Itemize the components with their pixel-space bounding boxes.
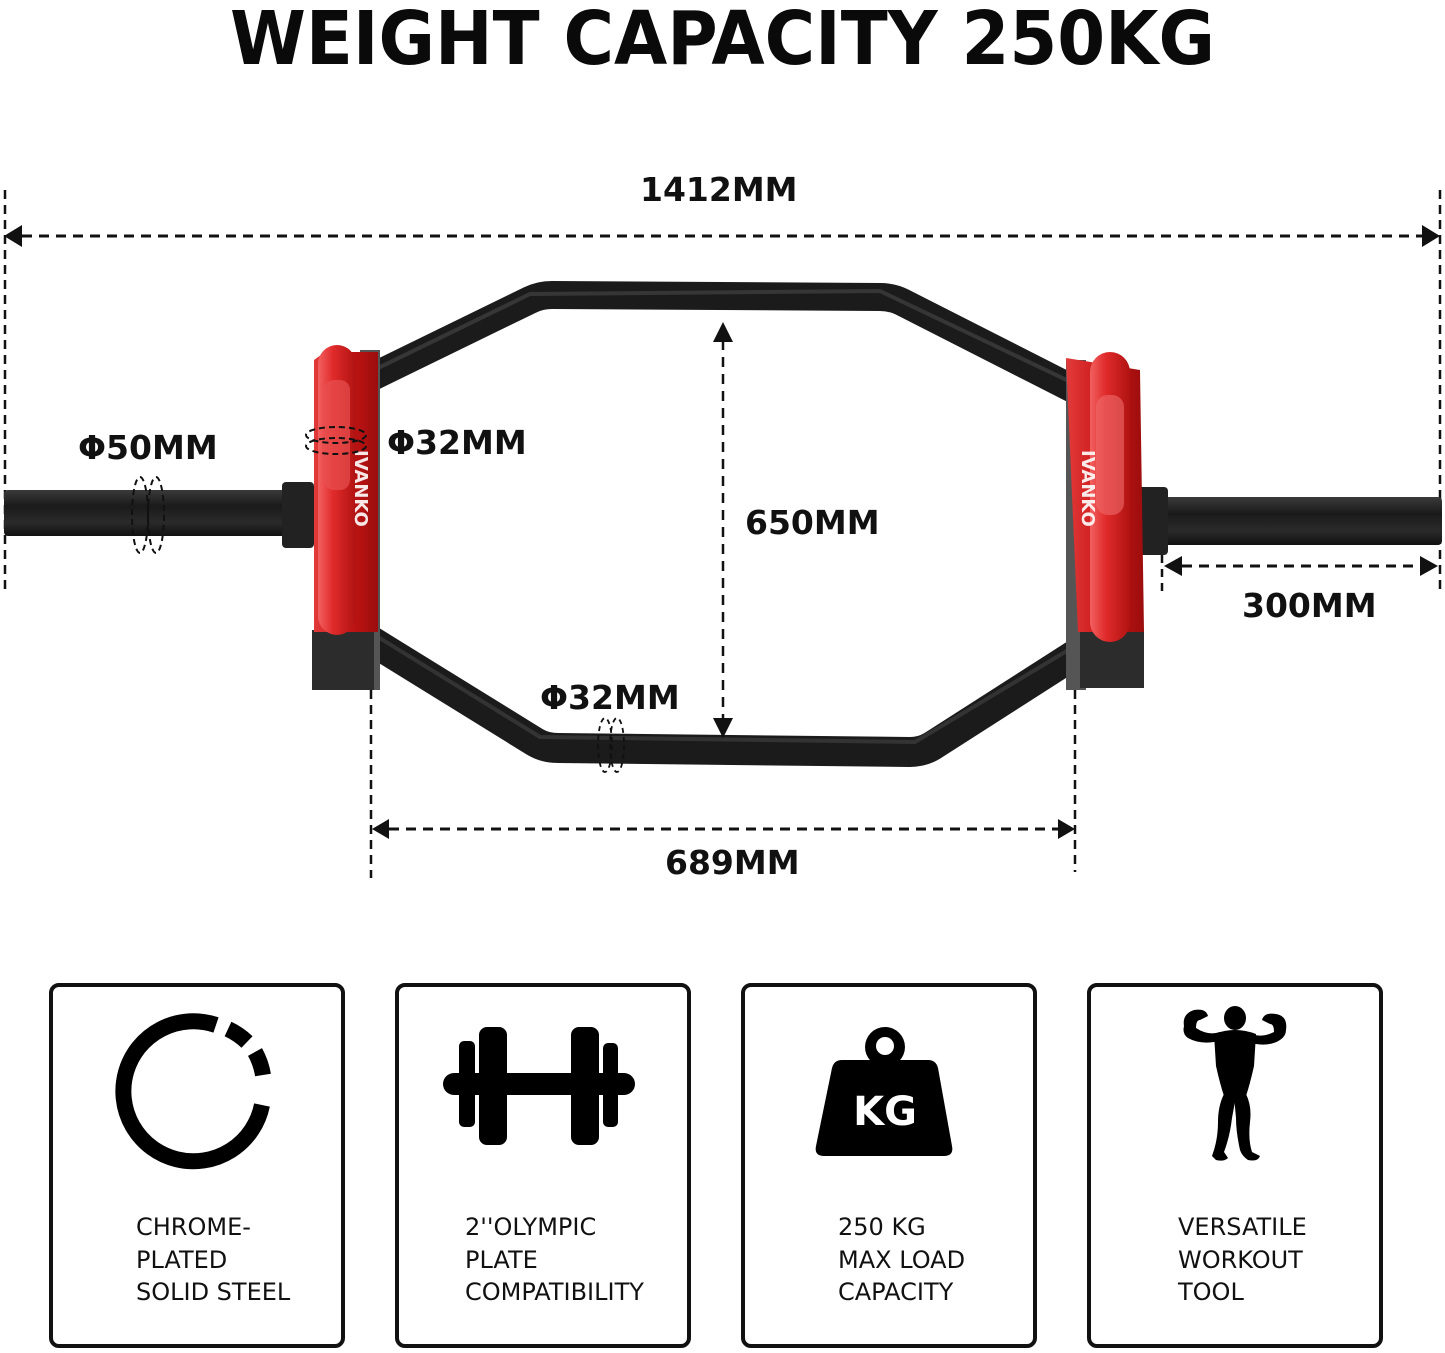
svg-text:IVANKO: IVANKO [350,450,371,527]
hex-frame [362,281,1094,767]
dumbbell-icon [399,1007,687,1177]
height-dimension [713,322,733,738]
page-title: WEIGHT CAPACITY 250KG [230,0,1215,82]
handle-diameter-label: Φ32MM [387,423,527,462]
sleeve-length-label: 300MM [1242,586,1377,625]
hex-bar-diagram: IVANKO IVANKO [3,190,1442,878]
feature-card-steel: CHROME- PLATED SOLID STEEL [49,983,345,1348]
inner-width-dimension [369,690,1077,878]
feature-card-olympic: 2''OLYMPIC PLATE COMPATIBILITY [395,983,691,1348]
right-handle: IVANKO [1066,352,1144,690]
feature-card-versatile: VERSATILE WORKOUT TOOL [1087,983,1383,1348]
left-sleeve [4,476,314,554]
bodybuilder-icon [1091,1001,1379,1171]
frame-height-label: 650MM [745,503,880,542]
sleeve-diameter-label: Φ50MM [78,428,218,467]
feature-card-capacity: KG 250 KG MAX LOAD CAPACITY [741,983,1037,1348]
overall-length-label: 1412MM [640,170,798,209]
inner-width-label: 689MM [665,843,800,882]
frame-tube-diameter-label: Φ32MM [540,678,680,717]
feature-text: 250 KG MAX LOAD CAPACITY [838,1213,966,1306]
feature-text: VERSATILE WORKOUT TOOL [1178,1213,1307,1306]
kg-weight-icon: KG [745,1007,1033,1177]
left-handle: IVANKO [305,345,380,690]
feature-text: 2''OLYMPIC PLATE COMPATIBILITY [465,1213,644,1306]
svg-text:KG: KG [853,1089,917,1135]
broken-ring-icon [53,1007,341,1177]
svg-text:IVANKO: IVANKO [1077,450,1098,527]
feature-text: CHROME- PLATED SOLID STEEL [136,1213,291,1306]
right-sleeve [1136,487,1442,555]
sleeve-length-dimension [1160,555,1438,595]
